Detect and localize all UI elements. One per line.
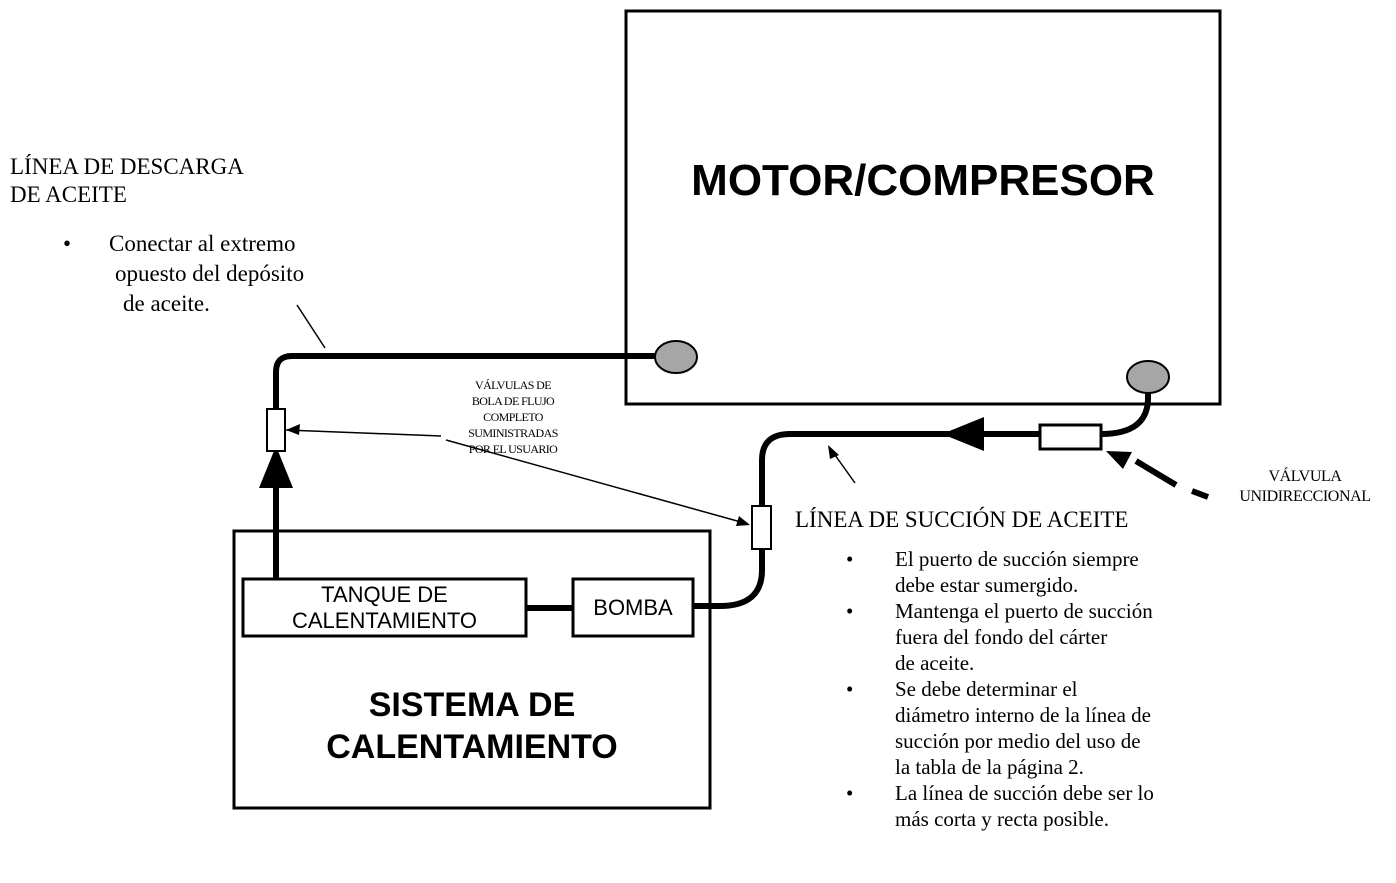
discharge-line-title-line2: DE ACEITE	[10, 182, 127, 207]
discharge-note-line2: opuesto del depósito	[115, 261, 305, 286]
suction-note-line: La línea de succión debe ser lo	[895, 781, 1154, 805]
ball-valves-line5: POR EL USUARIO	[468, 442, 558, 456]
motor-compressor-box	[624, 9, 1222, 406]
check-valve-line2: UNIDIRECCIONAL	[1239, 488, 1371, 505]
discharge-pipe-upper	[273, 353, 656, 409]
suction-note-line: El puerto de succión siempre	[895, 547, 1139, 571]
check-valve-label: VÁLVULA UNIDIRECCIONAL	[1220, 467, 1390, 507]
heating-tank-label: TANQUE DE CALENTAMIENTO	[243, 582, 526, 634]
suction-note-line: fuera del fondo del cárter	[895, 625, 1108, 649]
discharge-flow-arrow	[259, 446, 293, 488]
suction-port	[1126, 360, 1170, 394]
ball-valves-line4: SUMINISTRADAS	[468, 426, 558, 440]
valve-leader-right-arrowhead	[736, 516, 750, 526]
bullet-icon: •	[846, 599, 854, 623]
check-valve	[1038, 423, 1103, 451]
discharge-line-title-line1: LÍNEA DE DESCARGA	[10, 154, 244, 179]
heating-system-box	[232, 529, 712, 810]
bullet-icon: •	[846, 547, 854, 571]
pump-label: BOMBA	[593, 595, 673, 620]
bullet-icon: •	[846, 677, 854, 701]
suction-line-title: LÍNEA DE SUCCIÓN DE ACEITE	[795, 507, 1129, 532]
valve-leader-left-arrowhead	[286, 424, 300, 435]
suction-pipe-to-motor	[1100, 387, 1151, 437]
discharge-line-note: • Conectar al extremo opuesto del depósi…	[63, 229, 304, 319]
check-valve-pointer-dash	[1190, 488, 1210, 500]
suction-ball-valve	[751, 505, 772, 550]
suction-note-line: más corta y recta posible.	[895, 807, 1109, 831]
suction-note-line: de aceite.	[895, 651, 975, 675]
suction-pipe-lower	[693, 549, 765, 609]
suction-note-line: Se debe determinar el	[895, 677, 1078, 701]
check-valve-pointer-arrowhead	[1106, 451, 1132, 469]
heating-tank-label-line1: TANQUE DE	[321, 582, 448, 607]
check-valve-line1: VÁLVULA	[1268, 468, 1342, 485]
bullet-icon: •	[846, 781, 854, 805]
suction-line-leader-arrowhead	[828, 445, 839, 459]
motor-compressor-title: MOTOR/COMPRESOR	[691, 156, 1155, 205]
discharge-line-title: LÍNEA DE DESCARGA DE ACEITE	[10, 153, 244, 209]
discharge-port	[654, 340, 698, 374]
suction-note-line: la tabla de la página 2.	[895, 755, 1084, 779]
heating-system-title-line1: SISTEMA DE	[368, 686, 576, 724]
ball-valves-line1: VÁLVULAS DE	[475, 378, 552, 392]
valve-leader-left	[285, 429, 442, 437]
suction-note-line: succión por medio del uso de	[895, 729, 1141, 753]
suction-note-line: diámetro interno de la línea de	[895, 703, 1151, 727]
valve-leader-right	[445, 439, 749, 525]
discharge-ball-valve	[266, 408, 286, 452]
discharge-line-leader	[296, 304, 326, 349]
suction-note-line: debe estar sumergido.	[895, 573, 1079, 597]
check-valve-pointer	[1134, 458, 1178, 488]
ball-valves-line3: COMPLETO	[483, 410, 543, 424]
ball-valves-line2: BOLA DE FLUJO	[471, 394, 555, 408]
heating-system-title: SISTEMA DE CALENTAMIENTO	[234, 684, 710, 768]
discharge-note-line1: Conectar al extremo	[109, 231, 296, 256]
suction-flow-arrow	[942, 417, 984, 451]
discharge-note-line3: de aceite.	[123, 291, 210, 316]
heating-tank-label-line2: CALENTAMIENTO	[292, 608, 477, 633]
suction-pipe-upper	[759, 431, 1040, 506]
suction-note-line: Mantenga el puerto de succión	[895, 599, 1153, 623]
heating-system-title-line2: CALENTAMIENTO	[326, 728, 618, 766]
bullet-icon: •	[63, 231, 72, 256]
ball-valves-label: VÁLVULAS DE BOLA DE FLUJO COMPLETO SUMIN…	[438, 377, 588, 457]
